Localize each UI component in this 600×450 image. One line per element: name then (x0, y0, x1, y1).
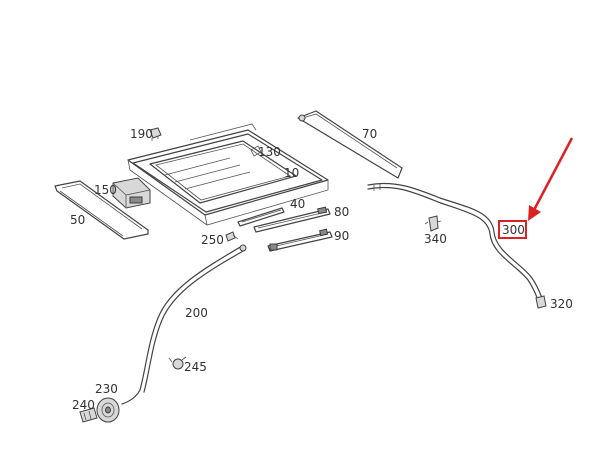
part-245-clip (168, 356, 187, 370)
part-40-seal-strip (237, 207, 285, 227)
label-340: 340 (424, 232, 447, 246)
label-245: 245 (184, 360, 207, 374)
highlight-300: 300 (498, 220, 527, 239)
part-130-fastener (250, 145, 262, 157)
label-320: 320 (550, 297, 573, 311)
red-arrow-icon (528, 137, 574, 221)
label-230: 230 (95, 382, 118, 396)
part-90-guide-rail (267, 228, 333, 252)
label-90: 90 (334, 229, 349, 243)
part-320-drain-valve (535, 295, 547, 309)
part-80-guide-rail (253, 206, 331, 233)
label-190: 190 (130, 127, 153, 141)
part-150-motor (112, 177, 151, 209)
label-240: 240 (72, 398, 95, 412)
part-190-clip (149, 127, 162, 141)
part-340-bracket (424, 215, 442, 232)
part-10-sunroof-frame (127, 123, 329, 226)
label-70: 70 (362, 127, 377, 141)
part-250-plug (225, 231, 239, 242)
label-150: 150 (94, 183, 117, 197)
part-200-drain-hose (121, 244, 247, 405)
part-300-drain-hose (367, 182, 543, 301)
label-130: 130 (258, 145, 281, 159)
part-240-drain-valve (79, 407, 98, 423)
label-40: 40 (290, 197, 305, 211)
label-300: 300 (502, 223, 525, 237)
part-230-grommet (96, 397, 120, 423)
highlight-box (498, 220, 527, 239)
part-70-rear-rail (297, 110, 403, 179)
label-50: 50 (70, 213, 85, 227)
label-10: 10 (284, 166, 299, 180)
label-250: 250 (201, 233, 224, 247)
label-200: 200 (185, 306, 208, 320)
part-50-side-rail (54, 180, 149, 240)
label-80: 80 (334, 205, 349, 219)
